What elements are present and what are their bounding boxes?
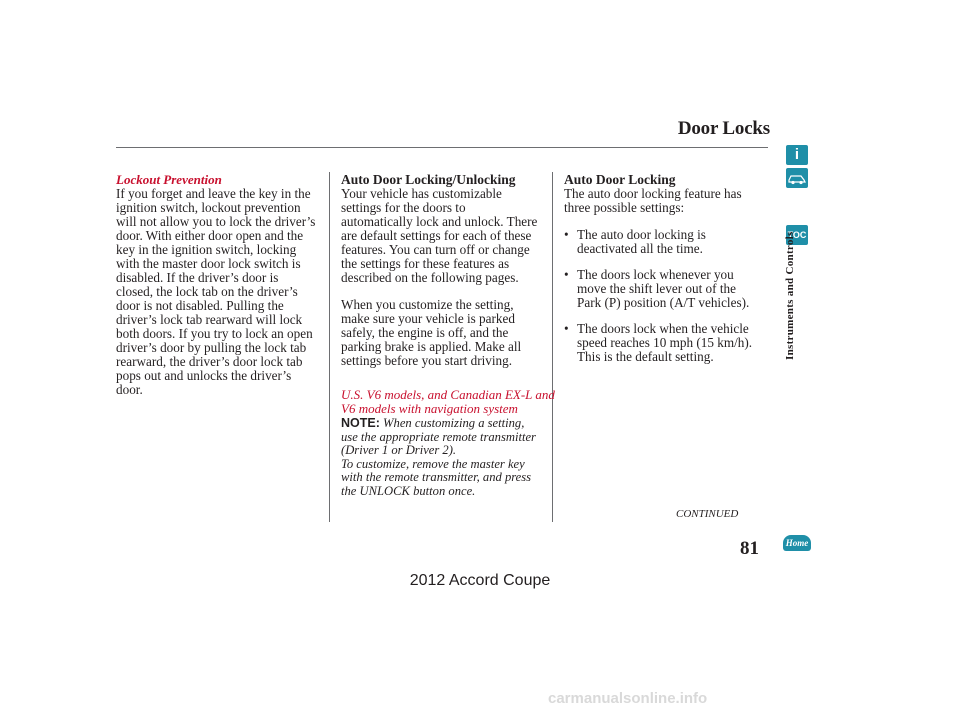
note-line: (Driver 1 or Driver 2). — [341, 443, 457, 457]
text-line: door is not disabled. Pulling the — [116, 298, 284, 313]
note-line: with the remote transmitter, and press — [341, 470, 532, 484]
note-line: use the appropriate remote transmitter — [341, 429, 536, 444]
text-line: features. You can turn off or change — [341, 242, 530, 257]
list-item-line: move the shift lever out of the — [577, 281, 736, 296]
column-divider — [329, 172, 330, 522]
lockout-prevention-section: Lockout Prevention If you forget and lea… — [116, 173, 324, 397]
auto-door-locking-heading: Auto Door Locking — [564, 172, 676, 187]
text-line: key in the ignition switch, locking — [116, 242, 297, 257]
list-item-line: deactivated all the time. — [577, 241, 703, 256]
page-number: 81 — [740, 538, 759, 559]
text-line: described on the following pages. — [341, 270, 519, 285]
section-label: Instruments and Controls — [784, 231, 796, 360]
text-line: When you customize the setting, — [341, 297, 514, 312]
text-line: automatically lock and unlock. There — [341, 214, 538, 229]
note-line: the UNLOCK button once. — [341, 483, 476, 498]
auto-locking-unlocking-heading: Auto Door Locking/Unlocking — [341, 172, 516, 187]
customize-safety-paragraph: When you customize the setting,make sure… — [341, 298, 549, 368]
note-line: To customize, remove the master key — [341, 456, 525, 471]
header-rule — [116, 147, 768, 148]
text-line: U.S. V6 models, and Canadian EX-L and — [341, 387, 555, 402]
text-line: are default settings for each of these — [341, 228, 532, 243]
note-block: NOTE: When customizing a setting, use th… — [341, 416, 549, 498]
text-line: both doors. If you try to lock an open — [116, 326, 313, 341]
text-line: parking brake is applied. Make all — [341, 339, 522, 354]
text-line: door. — [116, 382, 143, 397]
watermark-text: carmanualsonline.info — [548, 690, 708, 707]
text-line: disabled. If the driver’s door is — [116, 270, 279, 285]
info-icon[interactable]: i — [786, 145, 808, 165]
text-line: settings for the doors to — [341, 200, 466, 215]
text-line: If you forget and leave the key in the — [116, 186, 311, 201]
car-glyph-icon — [788, 175, 806, 185]
bullet-icon: • — [564, 267, 569, 282]
text-line: with the master door lock switch is — [116, 256, 301, 271]
note-label: NOTE: — [341, 416, 380, 430]
text-line: driver’s lock tab rearward will lock — [116, 312, 303, 327]
list-item-line: The doors lock when the vehicle — [577, 321, 749, 336]
auto-door-locking-section: Auto Door Locking The auto door locking … — [564, 173, 764, 364]
home-button[interactable]: Home — [783, 535, 811, 551]
model-footer: 2012 Accord Coupe — [409, 572, 551, 589]
text-line: V6 models with navigation system — [341, 400, 518, 416]
text-line: door. With either door open and the — [116, 228, 304, 243]
page-title: Door Locks — [677, 118, 770, 139]
note-line: When customizing a setting, — [383, 416, 525, 430]
column-divider — [552, 172, 553, 522]
bullet-icon: • — [564, 321, 569, 336]
list-item-line: The doors lock whenever you — [577, 267, 734, 282]
toc-label: TOC — [787, 230, 807, 240]
list-item-line: This is the default setting. — [577, 349, 714, 364]
text-line: closed, the lock tab on the driver’s — [116, 284, 298, 299]
text-line: the settings for these features as — [341, 256, 510, 271]
text-line: ignition switch, lockout prevention — [116, 200, 301, 215]
text-line: three possible settings: — [564, 200, 685, 215]
text-line: rearward, the driver’s door lock tab — [116, 354, 303, 369]
text-line: The auto door locking feature has — [564, 186, 742, 201]
info-icon-label: i — [794, 146, 800, 163]
text-line: settings before you start driving. — [341, 353, 513, 368]
list-item-line: Park (P) position (A/T vehicles). — [577, 295, 750, 310]
text-line: pops out and unlocks the driver’s — [116, 368, 292, 383]
text-line: safely, the engine is off, and the — [341, 325, 509, 340]
toc-button[interactable]: TOC — [786, 225, 808, 245]
list-item-line: speed reaches 10 mph (15 km/h). — [577, 335, 753, 350]
text-line: driver’s door by pulling the lock tab — [116, 340, 307, 355]
lockout-prevention-heading: Lockout Prevention — [116, 172, 222, 187]
text-line: will not allow you to lock the driver’s — [116, 214, 316, 229]
continued-label: CONTINUED — [676, 508, 739, 520]
auto-door-locking-unlocking-section: Auto Door Locking/Unlocking Your vehicle… — [341, 172, 555, 498]
car-icon[interactable] — [786, 168, 808, 188]
bullet-icon: • — [564, 227, 569, 242]
list-item-line: The auto door locking is — [577, 227, 706, 242]
text-line: make sure your vehicle is parked — [341, 311, 515, 326]
text-line: Your vehicle has customizable — [341, 186, 502, 201]
